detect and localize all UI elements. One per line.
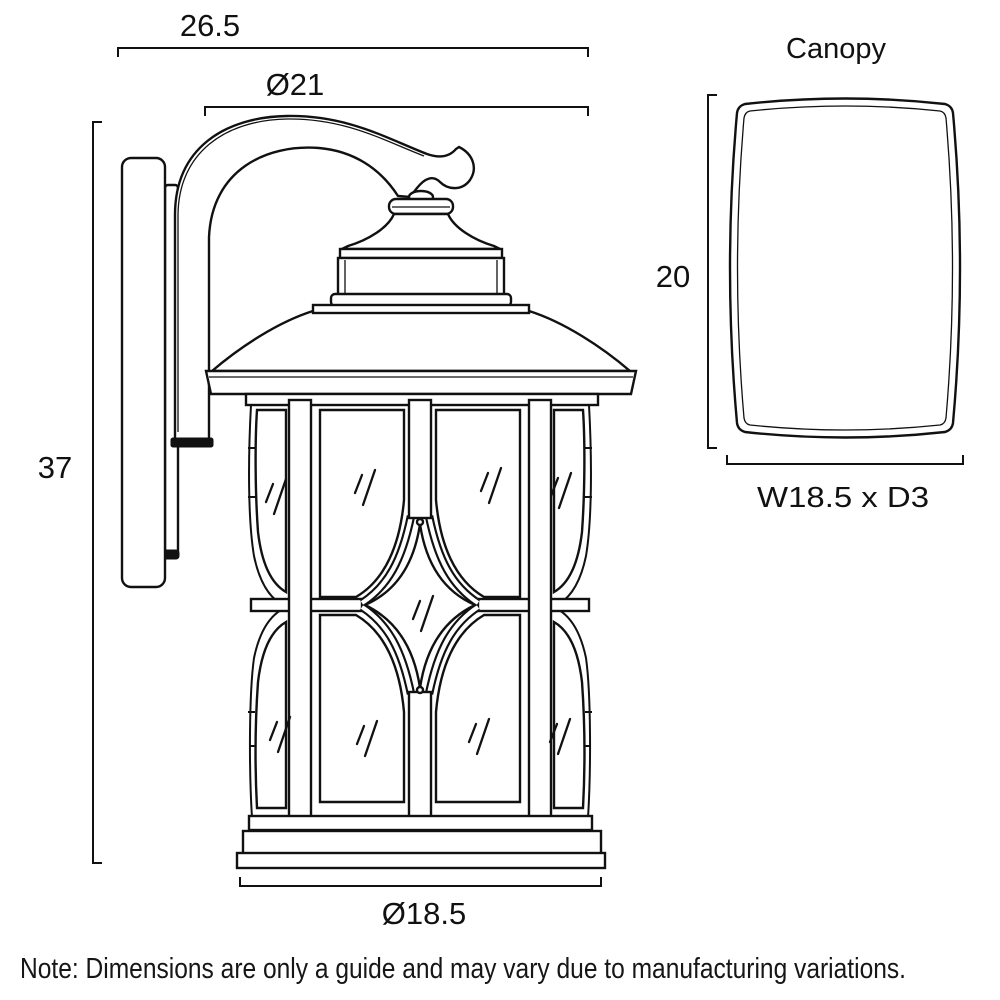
- dim-overall-height: 37: [38, 121, 102, 864]
- base-step-upper: [241, 829, 603, 857]
- dim-roof-diameter: Ø21: [204, 67, 589, 116]
- dim-canopy-footprint-line: [726, 455, 964, 465]
- base-step-lower: [235, 851, 607, 870]
- roof-slope: [208, 309, 634, 373]
- cage-post-center-upper: [407, 398, 433, 520]
- glass-pane-main-lower-right: [434, 613, 522, 804]
- dim-overall-height-line: [92, 121, 102, 864]
- dim-overall-width-line: [117, 47, 589, 57]
- canopy-outline-outer: [728, 97, 962, 439]
- glass-pane-side-lower-left: [254, 619, 288, 810]
- glass-pane-side-upper-right: [552, 408, 586, 595]
- cage-bottom-rail: [247, 814, 594, 832]
- canopy-outline-inner: [736, 105, 954, 431]
- roof-bell-rim: [338, 247, 504, 260]
- dim-base-diameter: Ø18.5: [239, 877, 602, 931]
- dim-canopy-height-line: [707, 94, 717, 449]
- roof-neck-lines: [344, 260, 498, 293]
- mounting-arm-foot: [170, 437, 214, 448]
- mounting-arm-inner-line: [177, 118, 425, 432]
- cage-outer-edge-left: [248, 404, 282, 819]
- wall-plate-group: [120, 156, 180, 589]
- glass-pane-side-upper-left: [254, 408, 288, 595]
- canopy-title: Canopy: [786, 33, 886, 65]
- note-text: Note: Dimensions are only a guide and ma…: [20, 953, 906, 985]
- cage-outer-edge-right: [558, 404, 592, 819]
- dim-base-diameter-line: [239, 877, 602, 887]
- glass-pane-main-upper-right: [434, 408, 522, 599]
- diamond-top-bead: [415, 517, 425, 527]
- glass-pane-main-upper-left: [318, 408, 406, 599]
- dim-base-diameter-label: Ø18.5: [382, 896, 466, 931]
- cage-group: [235, 392, 607, 870]
- cage-edge-notches: [248, 447, 592, 747]
- mounting-arm-group: [170, 114, 475, 448]
- roof-group: [204, 303, 638, 396]
- roof-apex-band: [311, 303, 531, 315]
- diamond-bottom-bead: [415, 685, 425, 695]
- wall-plate: [120, 156, 167, 589]
- dim-overall-height-label: 37: [38, 450, 72, 485]
- roof-eave: [204, 369, 638, 396]
- dim-roof-diameter-line: [204, 106, 589, 116]
- dim-canopy-footprint: W18.5 x D3: [726, 455, 964, 514]
- canopy-view-group: Canopy 20 W18.5 x D3: [656, 33, 964, 514]
- mullion-curves: [359, 515, 481, 695]
- glass-pane-main-lower-left: [318, 613, 406, 804]
- dim-roof-diameter-label: Ø21: [266, 67, 325, 102]
- dim-overall-width-label: 26.5: [180, 8, 240, 43]
- dim-canopy-footprint-label: W18.5 x D3: [757, 482, 929, 514]
- dim-canopy-height-label: 20: [656, 259, 690, 294]
- roof-bell: [341, 212, 501, 251]
- lantern-top-group: [329, 189, 513, 308]
- cage-post-left: [287, 398, 313, 820]
- dim-canopy-height: 20: [656, 94, 717, 449]
- dim-overall-width: 26.5: [117, 8, 589, 57]
- cage-post-right: [527, 398, 553, 820]
- roof-neck: [336, 256, 506, 297]
- cage-post-center-lower: [407, 690, 433, 820]
- glass-pane-side-lower-right: [552, 619, 586, 810]
